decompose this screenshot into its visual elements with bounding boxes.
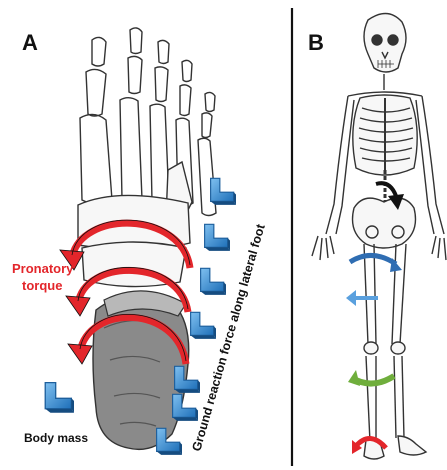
blue-l-block-icon — [201, 268, 226, 295]
panel-label-b: B — [308, 30, 324, 55]
pronatory-label-line1: Pronatory — [12, 261, 74, 276]
panel-label-a: A — [22, 30, 38, 55]
blue-l-block-icon — [205, 224, 230, 251]
body-mass-block-icon — [45, 383, 74, 413]
blue-l-block-icon — [173, 394, 198, 421]
medial-shift-arrow-blue — [346, 290, 378, 306]
femur-rotation-arrow-blue — [350, 255, 402, 272]
body-mass-label: Body mass — [24, 431, 88, 445]
skeleton — [312, 13, 447, 459]
pronatory-label-line2: torque — [22, 278, 62, 293]
blue-l-block-icon — [191, 312, 216, 339]
tibia-rotation-arrow-green — [348, 370, 394, 386]
blue-l-block-icon — [211, 178, 236, 205]
